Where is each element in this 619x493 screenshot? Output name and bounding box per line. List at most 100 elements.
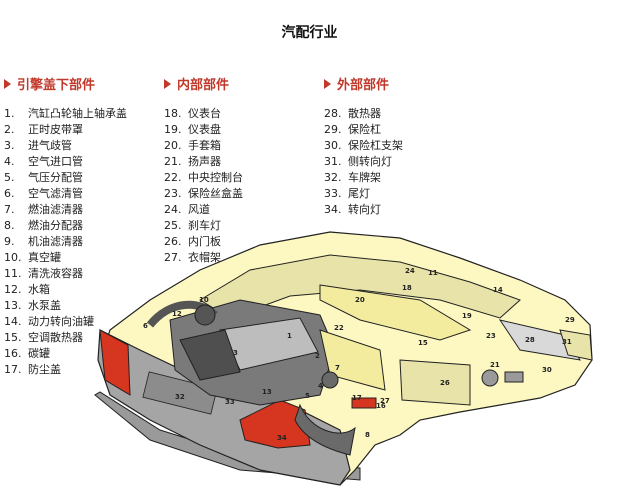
part-label: 动力转向油罐 [28,315,94,328]
section-heading-label: 外部部件 [337,78,390,93]
part-label: 碳罐 [28,347,50,360]
callout-number: 21 [490,361,500,369]
part-number: 6. [4,187,15,200]
callout-number: 27 [380,397,390,405]
callout-number: 22 [334,324,344,332]
part-number: 12. [4,283,22,296]
part-label: 内门板 [188,235,221,248]
part-item: 18.仪表台 [164,106,243,122]
part-item: 28.散热器 [324,106,403,122]
part-number: 26. [164,235,182,248]
callout-number: 29 [565,316,575,324]
part-number: 11. [4,267,22,280]
part-number: 2. [4,123,15,136]
section-heading: 外部部件 [324,74,403,96]
part-number: 19. [164,123,182,136]
part-number: 22. [164,171,182,184]
callout-number: 18 [402,284,412,292]
cam-cover [179,329,241,381]
part-number: 15. [4,331,22,344]
callout-number: 19 [462,312,472,320]
callout-number: 13 [262,388,272,396]
part-item: 10.真空罐 [4,250,127,266]
callout-number: 11 [428,269,438,277]
part-item: 8.燃油分配器 [4,218,127,234]
part-item: 25.刹车灯 [164,218,243,234]
part-label: 空气进口管 [28,155,83,168]
part-label: 水泵盖 [28,299,61,312]
callout-number: 15 [418,339,428,347]
part-number: 3. [4,139,15,152]
part-item: 19.仪表盘 [164,122,243,138]
part-number: 33. [324,187,342,200]
part-label: 衣帽架 [188,251,221,264]
callout-number: 28 [525,336,535,344]
part-number: 7. [4,203,15,216]
part-label: 进气歧管 [28,139,72,152]
part-item: 3. 进气歧管 [4,138,127,154]
part-label: 燃油滤清器 [28,203,83,216]
part-item: 14.动力转向油罐 [4,314,127,330]
part-item: 21.扬声器 [164,154,243,170]
part-item: 29.保险杠 [324,122,403,138]
callout-labels: 1234567810111213141516171819202122232426… [143,267,575,442]
callout-number: 34 [277,434,287,442]
part-item: 13.水泵盖 [4,298,127,314]
part-label: 气压分配管 [28,171,83,184]
part-number: 34. [324,203,342,216]
part-item: 30.保险杠支架 [324,138,403,154]
part-number: 5. [4,171,15,184]
section-heading-label: 引擎盖下部件 [17,78,96,93]
part-item: 34. 转向灯 [324,202,403,218]
part-label: 空气滤清管 [28,187,83,200]
part-number: 20. [164,139,182,152]
triangle-bullet-icon [164,79,171,89]
callout-number: 4 [318,382,323,390]
part-label: 燃油分配器 [28,219,83,232]
part-item: 31.侧转向灯 [324,154,403,170]
part-number: 16. [4,347,22,360]
section-heading: 内部部件 [164,74,243,96]
part-number: 31. [324,155,342,168]
part-item: 22.中央控制台 [164,170,243,186]
callout-number: 17 [352,394,362,402]
part-number: 24. [164,203,182,216]
callout-number: 6 [143,322,148,330]
part-label: 车牌架 [348,171,381,184]
part-number: 21. [164,155,182,168]
part-item: 7. 燃油滤清器 [4,202,127,218]
fuse-box-cover [504,371,524,383]
part-label: 保险丝盒盖 [188,187,243,200]
part-number: 23. [164,187,182,200]
vacuum-tank [194,304,216,326]
brake-light [351,397,377,409]
part-label: 真空罐 [28,251,61,264]
part-number: 27. [164,251,182,264]
callout-number: 8 [365,431,370,439]
part-label: 正时皮带罩 [28,123,83,136]
part-label: 机油滤清器 [28,235,83,248]
part-label: 清洗液容器 [28,267,83,280]
triangle-bullet-icon [324,79,331,89]
part-label: 转向灯 [348,203,381,216]
callout-number: 20 [355,296,365,304]
part-label: 保险杠支架 [348,139,403,152]
license-plate-holder [142,371,218,415]
part-item: 26. 内门板 [164,234,243,250]
section-heading-label: 内部部件 [177,78,230,93]
part-item: 16. 碳罐 [4,346,127,362]
part-item: 24.风道 [164,202,243,218]
part-item: 15.空调散热器 [4,330,127,346]
page-title: 汽配行业 [281,25,338,41]
oil-filter [321,371,339,389]
callout-number: 14 [493,286,503,294]
callout-number: 23 [486,332,496,340]
side-turn-light [559,329,593,361]
tail-light-left [99,329,131,396]
callout-number: 33 [225,398,235,406]
inner-door-panel [399,359,471,406]
callout-number: 16 [376,402,386,410]
dashboard [319,284,472,341]
part-number: 32. [324,171,342,184]
